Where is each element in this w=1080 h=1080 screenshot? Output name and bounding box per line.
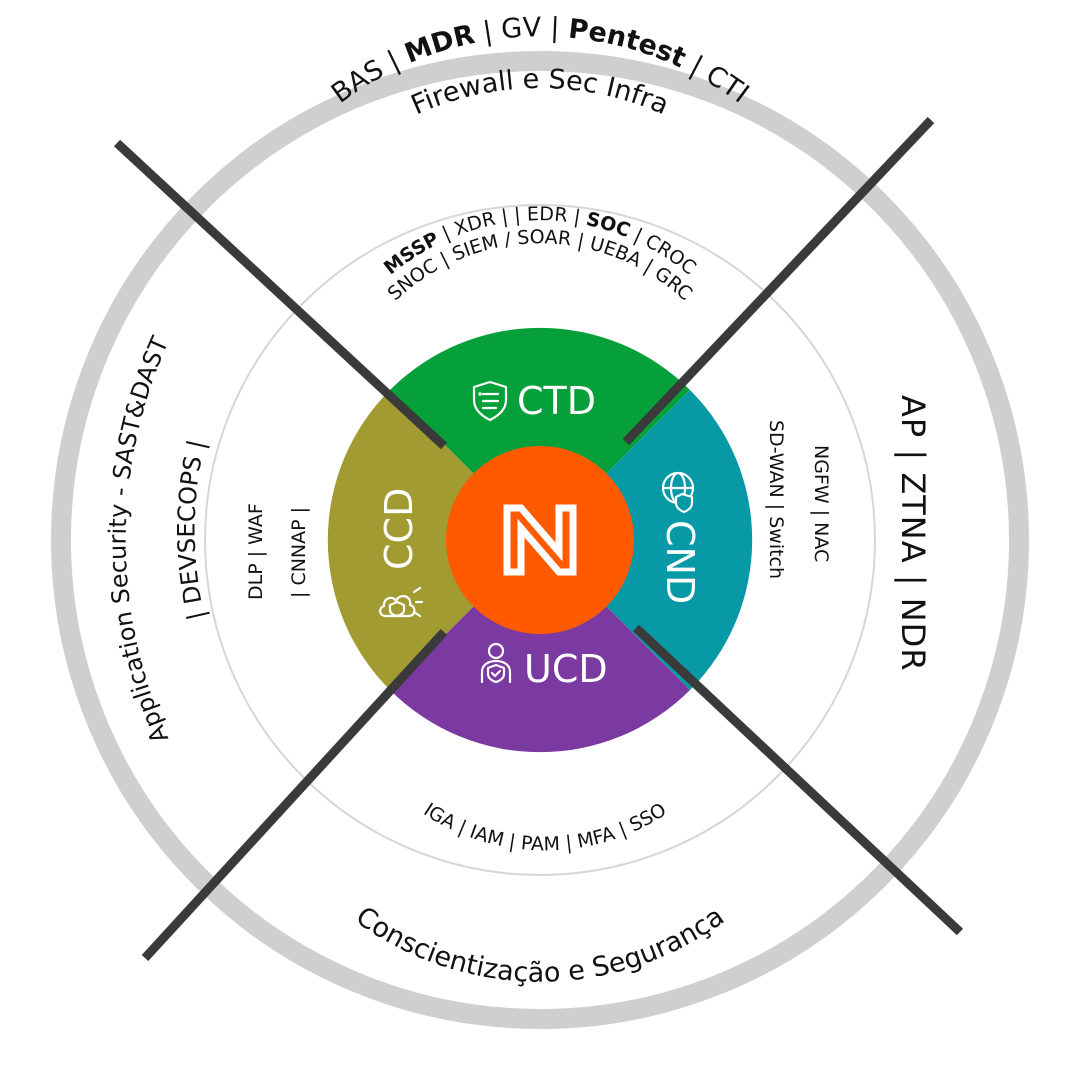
diagonal-line-bottom-left (141, 628, 448, 962)
inner-left-line2: | CNNAP | (288, 507, 310, 598)
outer-bottom-label: Conscientização e Segurança (350, 901, 730, 989)
diagonal-line-bottom-right (632, 624, 964, 936)
inner-right-line2: SD-WAN | Switch (765, 420, 787, 579)
ctd-label: CTD (517, 379, 596, 423)
diagonal-line-top-right (622, 116, 935, 446)
outer-ring (51, 51, 1029, 1029)
quadrant-disc (327, 327, 753, 753)
segment-cnd[interactable] (540, 390, 753, 690)
ucd-label: UCD (524, 647, 608, 691)
center-circle (446, 446, 634, 634)
n-logo-icon (503, 504, 577, 576)
ccd-label: CCD (377, 488, 421, 570)
segment-ctd[interactable] (390, 327, 690, 540)
segment-ucd[interactable] (390, 540, 690, 753)
inner-left-line1: DLP | WAF (245, 503, 267, 600)
cnd-label: CND (658, 520, 702, 604)
inner-right-line1: NGFW | NAC (810, 445, 832, 562)
outer-left-line1: Application Security - SAST&DAST (104, 332, 175, 747)
globe-shield-icon (661, 471, 695, 514)
outer-right-label: AP | ZTNA | NDR (894, 395, 932, 672)
user-shield-icon (480, 642, 512, 684)
cloud-shield-icon (379, 586, 424, 618)
diagonal-lines (113, 116, 964, 962)
diagonal-line-top-left (113, 139, 448, 450)
shield-list-icon (472, 380, 508, 422)
